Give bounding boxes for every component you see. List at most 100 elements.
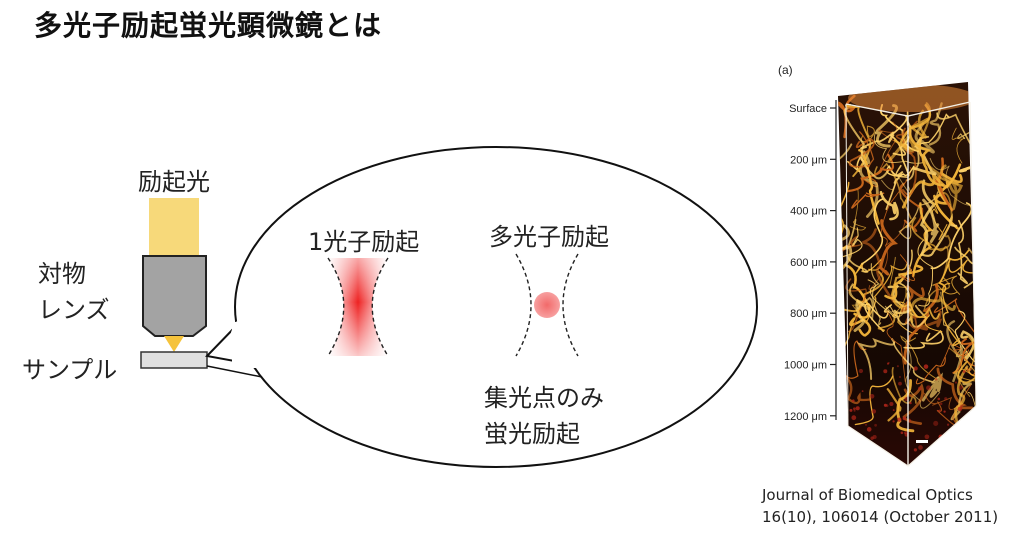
vessel-strand	[919, 179, 937, 256]
vessel-strand	[901, 127, 917, 196]
vessel-strand	[853, 298, 871, 332]
deep-signal-speck	[943, 410, 946, 413]
deep-signal-speck	[937, 409, 940, 412]
multi-photon-label: 多光子励起	[489, 223, 609, 251]
vessel-strand	[848, 137, 875, 168]
deep-signal-speck	[892, 409, 895, 412]
vessel-strand	[941, 282, 961, 347]
sample-label: サンプル	[22, 356, 118, 384]
vessel-strand	[864, 303, 893, 332]
vessel-strand	[916, 310, 943, 331]
deep-signal-speck	[962, 370, 966, 373]
vessel-strand	[901, 284, 925, 313]
deep-signal-speck	[939, 402, 943, 406]
vessel-strand	[948, 259, 976, 298]
deep-signal-speck	[924, 434, 930, 440]
vessel-strand	[917, 239, 934, 307]
vessel-strand	[899, 182, 924, 233]
vessel-strand	[884, 305, 912, 317]
deep-signal-speck	[851, 399, 855, 403]
vessel-strand	[932, 275, 961, 295]
deep-signal-speck	[913, 448, 917, 452]
depth-tick-label: 400 μm	[790, 206, 827, 218]
vessel-strand	[856, 337, 896, 380]
vessel-strand	[843, 340, 867, 379]
focus-note-line1: 集光点のみ	[484, 384, 604, 412]
deep-signal-speck	[902, 416, 907, 421]
vessel-strand	[948, 347, 971, 397]
deep-signal-speck	[871, 409, 877, 414]
vessel-strand	[940, 164, 964, 211]
vessel-strand	[918, 102, 959, 186]
vessel-strand	[900, 335, 938, 380]
deep-signal-speck	[957, 406, 963, 412]
vessel-strand	[954, 310, 976, 367]
vessel-strand	[957, 360, 976, 405]
vessel-strand	[886, 310, 906, 382]
citation: Journal of Biomedical Optics 16(10), 106…	[762, 484, 998, 528]
deep-signal-speck	[952, 433, 957, 438]
multi-photon-focal-spot	[534, 292, 560, 318]
vessel-strand	[958, 164, 976, 217]
deep-signal-speck	[858, 439, 863, 444]
deep-signal-speck	[938, 409, 942, 412]
vessel-strand	[905, 216, 946, 252]
depth-tick-label: 1200 μm	[784, 411, 827, 423]
deep-signal-speck	[913, 366, 918, 371]
deep-signal-speck	[851, 415, 857, 421]
depth-tick-label: 800 μm	[790, 308, 827, 320]
deep-signal-speck	[886, 362, 890, 365]
one-photon-beam-edge-right	[371, 257, 389, 357]
vessel-strand	[936, 112, 976, 163]
deep-signal-speck	[861, 390, 864, 392]
vessel-strand	[909, 294, 956, 323]
deep-signal-speck	[858, 368, 864, 374]
vessel-strand	[854, 375, 894, 426]
deep-signal-speck	[883, 369, 888, 374]
deep-signal-speck	[869, 393, 875, 399]
deep-signal-speck	[918, 445, 923, 450]
deep-signal-speck	[853, 407, 856, 411]
deep-signal-speck	[872, 434, 877, 440]
vessel-strand	[838, 181, 850, 253]
deep-signal-speck	[853, 409, 856, 412]
deep-signal-speck	[959, 404, 964, 408]
deep-signal-speck	[933, 443, 939, 449]
vessel-strand	[849, 317, 872, 337]
vessel-strand	[875, 104, 898, 148]
vessel-strand	[893, 341, 939, 384]
excitation-light-beam	[149, 198, 199, 256]
vessel-strand	[957, 219, 968, 285]
vessel-strand	[861, 198, 884, 265]
vessel-strand	[849, 283, 874, 321]
deep-signal-speck	[917, 386, 922, 391]
deep-signal-speck	[855, 406, 860, 411]
focus-note-line2: 蛍光励起	[484, 420, 580, 448]
vessel-strand	[899, 254, 916, 282]
deep-signal-speck	[946, 423, 950, 426]
vessel-strand	[904, 341, 941, 409]
deep-signal-speck	[883, 403, 887, 407]
vessel-strand	[840, 372, 872, 405]
vessel-strand	[878, 219, 899, 276]
deep-signal-speck	[958, 385, 963, 390]
vessel-strand	[940, 343, 970, 368]
objective-lens-body	[142, 255, 207, 337]
deep-signal-speck	[897, 417, 902, 422]
vessel-strand	[951, 127, 965, 164]
vessel-strand	[862, 228, 895, 303]
vessel-strand	[933, 171, 963, 205]
vessel-strand	[844, 263, 871, 319]
deep-signal-speck	[954, 381, 957, 384]
citation-line1: Journal of Biomedical Optics	[762, 486, 973, 504]
depth-tick-label: 600 μm	[790, 257, 827, 269]
deep-signal-speck	[909, 401, 912, 405]
figure-panel-label: (a)	[778, 63, 793, 77]
deep-signal-speck	[892, 420, 895, 423]
deep-signal-speck	[944, 397, 948, 401]
vessel-strand	[898, 191, 939, 240]
deep-signal-speck	[933, 420, 939, 426]
vessel-strand	[957, 127, 976, 148]
